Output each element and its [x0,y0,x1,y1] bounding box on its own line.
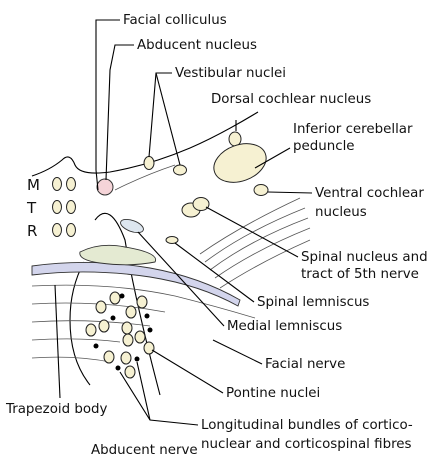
label-vestibular-nuclei: Vestibular nuclei [175,66,286,81]
pontine-nuclei-ovals [86,292,154,378]
label-pontine-nuclei: Pontine nuclei [226,386,320,401]
ventral-cochlear-nucleus-shape [254,185,268,196]
label-spinal-nucleus-1: Spinal nucleus and [301,250,428,265]
label-abducent-nucleus: Abducent nucleus [137,38,257,53]
ventral-contour [70,262,90,385]
spinal-tract-5th-shape [80,245,156,264]
abducent-nucleus-shape [97,179,113,195]
column-letter-t: T [26,199,37,217]
label-spinal-lemniscus: Spinal lemniscus [257,295,369,310]
column-letter-m: M [27,176,40,194]
label-inferior-cerebellar-peduncle-1: Inferior cerebellar [293,122,413,137]
trapezoid-body-band [32,262,240,306]
label-longitudinal-1: Longitudinal bundles of cortico- [201,418,413,433]
label-inferior-cerebellar-peduncle-2: peduncle [293,139,355,154]
label-dorsal-cochlear-nucleus: Dorsal cochlear nucleus [211,92,371,107]
dorsal-cochlear-nucleus-shape [229,132,241,146]
label-spinal-nucleus-2: tract of 5th nerve [301,267,419,282]
medial-longitudinal-ovals [53,178,76,237]
label-medial-lemniscus: Medial lemniscus [227,319,342,334]
label-abducent-nerve: Abducent nerve [91,443,198,458]
label-ventral-cochlear-2: nucleus [315,205,367,220]
label-facial-nerve: Facial nerve [265,357,345,372]
label-trapezoid-body: Trapezoid body [5,402,108,417]
label-facial-colliculus: Facial colliculus [123,13,227,28]
inferior-cerebellar-peduncle-shape [208,137,271,189]
spinal-nucleus-oval-2 [193,198,209,211]
label-ventral-cochlear-1: Ventral cochlear [315,186,424,201]
vestibular-nucleus-1 [144,157,154,170]
label-longitudinal-2: nuclear and corticospinal fibres [201,437,412,452]
lemniscus-small-oval [166,237,178,244]
medial-lemniscus-oval [119,217,145,236]
column-letter-r: R [27,222,37,240]
vestibular-nucleus-2 [174,165,187,175]
